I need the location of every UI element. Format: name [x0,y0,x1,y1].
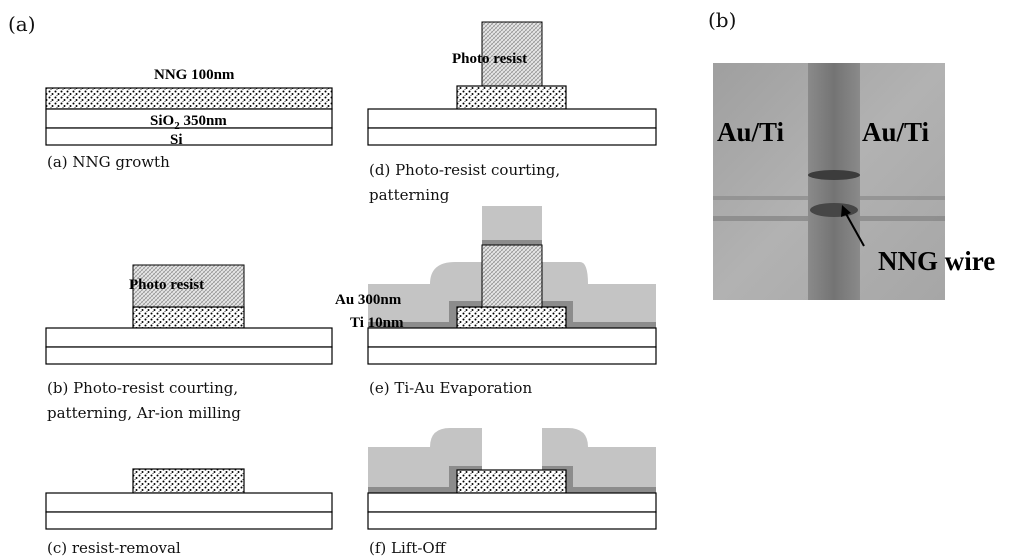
wire-junction-upper [808,170,860,180]
step-d-caption-line2: patterning [369,186,450,204]
ti-label: Ti 10nm [350,315,404,331]
sio2-layer [45,492,333,513]
si-label: Si [170,132,183,148]
photo-resist-block [481,21,543,87]
wire-junction-lower [810,203,858,217]
step-a-diagram: NNG 100nm SiO2 350nm Si [45,67,333,148]
sio2-layer [367,327,657,348]
step-a-caption: (a) NNG growth [47,153,170,171]
step-c-diagram [45,468,333,530]
photo-resist-block [132,264,245,308]
ti-cap [482,240,542,245]
au-cap [482,206,542,242]
step-e-caption: (e) Ti-Au Evaporation [369,379,532,397]
step-e-diagram: Au 300nm Ti 10nm [335,206,657,365]
sio2-layer [367,108,657,129]
au-label: Au 300nm [335,292,402,308]
step-d-caption-line1: (d) Photo-resist courting, [369,161,560,179]
ti-left [368,466,482,493]
step-f-caption: (f) Lift-Off [369,539,447,557]
nng-wire-label: NNG wire [878,246,995,276]
sio2-layer [367,492,657,513]
panel-label-b: (b) [708,8,736,32]
step-c-caption: (c) resist-removal [47,539,181,557]
ti-right [542,466,656,493]
au-ti-right-label: Au/Ti [862,117,930,147]
nng-pattern [132,306,245,329]
nng-pattern [132,468,245,494]
step-f-diagram [367,428,657,530]
si-layer [45,127,333,146]
si-layer [45,511,333,530]
si-layer [45,346,333,365]
wire-pointer-arrow [844,211,865,247]
photo-resist-label: Photo resist [129,277,204,293]
nng-pattern [456,306,567,329]
step-d-diagram: Photo resist [367,21,657,146]
sio2-layer [45,327,333,348]
au-ti-left-label: Au/Ti [717,117,785,147]
nng-wire-strip [808,63,860,300]
photo-resist-block [481,244,543,309]
nng-layer [45,87,333,110]
step-b-caption-line1: (b) Photo-resist courting, [47,379,238,397]
panel-label-a: (a) [8,12,36,36]
arrow-head-icon [841,205,851,217]
photo-resist-label: Photo resist [452,51,527,67]
nng-pattern [456,469,567,494]
nng-pattern [456,85,567,110]
si-layer [367,511,657,530]
sio2-thickness-label: SiO2 350nm [150,113,227,132]
step-b-caption-line2: patterning, Ar-ion milling [47,404,241,422]
micrograph: Au/Ti Au/Ti NNG wire [713,63,995,300]
step-b-diagram: Photo resist [45,264,333,365]
si-layer [367,127,657,146]
nng-thickness-label: NNG 100nm [154,67,235,83]
si-layer [367,346,657,365]
